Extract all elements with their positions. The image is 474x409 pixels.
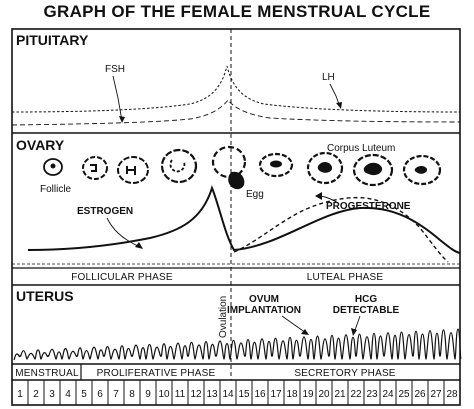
ruptured-follicle xyxy=(211,145,247,179)
lh-curve xyxy=(11,65,461,113)
estrogen-label: ESTROGEN xyxy=(77,206,133,217)
day-number: 21 xyxy=(334,389,346,400)
corpus-luteum-label: Corpus Luteum xyxy=(327,143,395,154)
lh-arrowhead xyxy=(336,102,342,109)
ovum-label-line2: IMPLANTATION xyxy=(227,305,301,316)
day-number: 27 xyxy=(430,389,442,400)
day-number: 6 xyxy=(97,389,103,400)
follicle-stage-3-egg xyxy=(126,166,136,175)
follicle-stage-3 xyxy=(117,156,149,184)
day-number: 19 xyxy=(302,389,314,400)
progesterone-arrowhead xyxy=(315,192,322,200)
hcg-label-line2: DETECTABLE xyxy=(333,305,400,316)
day-number: 7 xyxy=(113,389,119,400)
estrogen-arrowhead xyxy=(135,242,143,249)
corpus-luteum-stage-4 xyxy=(402,154,442,186)
uterus-heading: UTERUS xyxy=(16,288,74,304)
day-number: 16 xyxy=(254,389,266,400)
corpus-luteum-stage-2-core xyxy=(317,161,333,173)
fsh-arrowhead xyxy=(119,116,125,123)
pituitary-heading: PITUITARY xyxy=(16,32,89,48)
fsh-curve xyxy=(11,99,461,126)
ovary-heading: OVARY xyxy=(16,137,65,153)
day-number: 12 xyxy=(190,389,202,400)
follicle-stage-1-egg xyxy=(50,163,56,169)
follicle-label: Follicle xyxy=(40,184,72,195)
progesterone-curve xyxy=(233,196,449,263)
follicle-stage-2-egg xyxy=(90,164,97,172)
luteal-phase-label: LUTEAL PHASE xyxy=(307,272,384,283)
fsh-pointer xyxy=(112,75,123,122)
ovum-pointer xyxy=(281,315,307,334)
day-number: 26 xyxy=(414,389,426,400)
follicle-stage-4-egg xyxy=(169,159,186,173)
corpus-luteum-stage-2 xyxy=(306,151,344,185)
follicle-stage-2 xyxy=(82,156,108,180)
day-number: 25 xyxy=(398,389,410,400)
follicle-sequence xyxy=(43,145,442,190)
egg-label: Egg xyxy=(246,189,264,200)
day-number: 3 xyxy=(49,389,55,400)
corpus-luteum-stage-4-core xyxy=(414,166,428,174)
corpus-luteum-stage-1 xyxy=(258,152,294,178)
lh-label: LH xyxy=(322,72,335,83)
corpus-luteum-stage-3 xyxy=(352,153,394,187)
day-number: 22 xyxy=(350,389,362,400)
ovum-arrowhead xyxy=(301,329,309,335)
day-number: 15 xyxy=(238,389,250,400)
page-title: GRAPH OF THE FEMALE MENSTRUAL CYCLE xyxy=(43,2,431,21)
estrogen-curve xyxy=(27,185,461,254)
day-number: 8 xyxy=(129,389,135,400)
day-number: 1 xyxy=(17,389,23,400)
day-number: 13 xyxy=(206,389,218,400)
progesterone-label: PROGESTERONE xyxy=(326,201,411,212)
follicle-stage-1 xyxy=(43,158,63,176)
day-number: 9 xyxy=(145,389,151,400)
ovum-label-line1: OVUM xyxy=(249,294,279,305)
estrogen-pointer xyxy=(106,217,141,248)
menstrual-phase-label: MENSTRUAL xyxy=(15,368,79,379)
hcg-label-line1: HCG xyxy=(355,294,377,305)
day-number: 18 xyxy=(286,389,298,400)
fsh-label: FSH xyxy=(105,64,125,75)
day-number: 10 xyxy=(158,389,170,400)
day-number: 24 xyxy=(382,389,394,400)
day-number: 17 xyxy=(270,389,282,400)
proliferative-phase-label: PROLIFERATIVE PHASE xyxy=(97,368,216,379)
corpus-luteum-stage-3-core xyxy=(363,162,383,176)
secretory-phase-label: SECRETORY PHASE xyxy=(294,368,395,379)
day-number: 11 xyxy=(175,389,186,400)
day-number: 28 xyxy=(446,389,458,400)
follicular-phase-label: FOLLICULAR PHASE xyxy=(71,272,173,283)
ovulation-label: Ovulation xyxy=(218,296,229,338)
day-number: 14 xyxy=(222,389,234,400)
corpus-luteum-stage-1-core xyxy=(270,160,282,168)
day-number: 5 xyxy=(81,389,87,400)
released-egg xyxy=(228,171,245,190)
hcg-arrowhead xyxy=(351,328,357,336)
day-number: 20 xyxy=(318,389,330,400)
follicle-stage-4 xyxy=(160,148,198,184)
endometrium-lining xyxy=(13,328,462,361)
day-number: 23 xyxy=(366,389,378,400)
day-number: 4 xyxy=(65,389,71,400)
day-number: 2 xyxy=(33,389,39,400)
